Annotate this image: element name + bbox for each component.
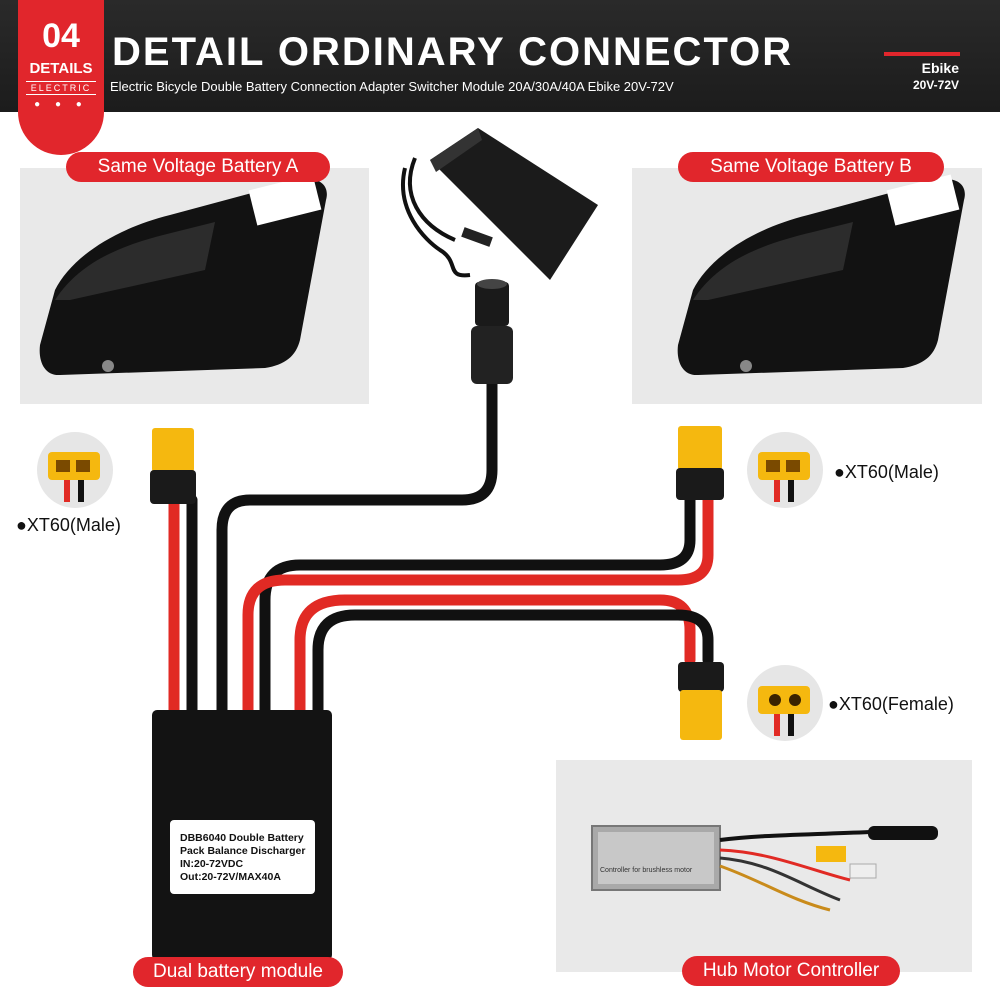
xt60-male-thumb-left — [37, 432, 113, 508]
battery-b-icon — [677, 174, 965, 376]
sticker-line-4: Out:20-72V/MAX40A — [180, 871, 281, 883]
xt60-connector-right — [676, 426, 724, 500]
xt60-connector-left — [150, 428, 196, 504]
header-bar — [0, 0, 1000, 112]
sticker-line-1: DBB6040 Double Battery — [180, 832, 304, 844]
module-label: Dual battery module — [133, 957, 343, 987]
badge-dots: ● ● ● — [34, 99, 88, 110]
badge-label: DETAILS — [29, 60, 93, 77]
module-sticker — [170, 820, 315, 894]
accent-bar — [884, 52, 960, 56]
xt60-female-thumb — [747, 665, 823, 741]
xt60-left-label: ●XT60(Male) — [16, 515, 121, 535]
xt60-right-label: ●XT60(Male) — [834, 462, 939, 482]
controller-label: Hub Motor Controller — [682, 956, 900, 986]
battery-b-label: Same Voltage Battery B — [678, 152, 944, 182]
xt60-female-label: ●XT60(Female) — [828, 694, 954, 714]
battery-a-label: Same Voltage Battery A — [66, 152, 330, 182]
sticker-line-3: IN:20-72VDC — [180, 858, 244, 870]
badge-number: 04 — [42, 17, 80, 55]
xt60-male-thumb-right — [747, 432, 823, 508]
dc-plug-icon — [471, 279, 513, 384]
voltage-label: 20V-72V — [912, 78, 959, 92]
badge-sub: ELECTRIC — [26, 81, 96, 95]
module-sticker-text: DBB6040 Double Battery Pack Balance Disc… — [180, 832, 306, 884]
controller-label-text: Controller for brushless motor — [600, 867, 693, 874]
category-label: Ebike — [921, 60, 959, 76]
page-title: DETAIL ORDINARY CONNECTOR — [112, 30, 794, 74]
battery-a-icon — [39, 174, 327, 376]
details-badge: 04 DETAILS ELECTRIC ● ● ● — [18, 0, 104, 155]
xt60-connector-female — [678, 662, 724, 740]
charger-icon — [401, 128, 598, 280]
wire-harness — [168, 312, 714, 718]
controller-icon — [591, 825, 938, 912]
page-subtitle: Electric Bicycle Double Battery Connecti… — [110, 79, 674, 94]
sticker-line-2: Pack Balance Discharger — [180, 845, 306, 857]
